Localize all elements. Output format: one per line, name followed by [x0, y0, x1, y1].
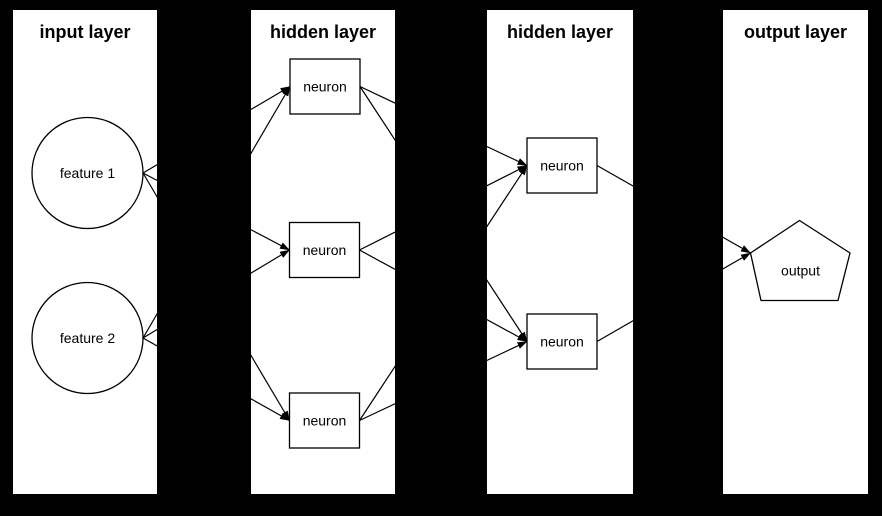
node-label-output: output [781, 263, 820, 279]
node-label-feature2: feature 2 [60, 330, 115, 346]
layer-title-output: output layer [744, 22, 847, 42]
edge-h1n1-h2n1 [359, 85, 528, 167]
node-label-h1n3: neuron [303, 413, 347, 429]
node-label-feature1: feature 1 [60, 165, 115, 181]
node-feature1 [31, 116, 144, 230]
node-h1n1 [289, 58, 361, 115]
edge-feature2-h1n1 [142, 86, 291, 339]
node-h2n1 [526, 137, 598, 194]
edge-feature1-h1n3 [142, 172, 291, 421]
edge-h2n2-out1 [596, 252, 751, 343]
layer-title-input: input layer [39, 22, 130, 42]
edge-h1n3-h2n2 [359, 340, 528, 422]
edge-h1n3-h2n1 [358, 165, 528, 421]
layer-title-hidden-2: hidden layer [507, 22, 613, 42]
edge-h1n2-h2n1 [359, 164, 528, 251]
node-h1n2 [288, 221, 361, 279]
edge-h1n2-h2n2 [359, 249, 528, 343]
node-label-h2n1: neuron [540, 158, 584, 174]
node-h2n2 [526, 313, 598, 370]
node-feature2 [31, 281, 144, 395]
layer-panel-hidden-2 [487, 10, 633, 494]
node-label-h1n1: neuron [303, 79, 347, 95]
node-label-h1n2: neuron [303, 242, 347, 258]
edge-h2n1-out1 [596, 164, 751, 254]
layer-title-hidden-1: hidden layer [270, 22, 376, 42]
node-label-h2n2: neuron [540, 334, 584, 350]
node-output [749, 219, 851, 302]
edge-h1n1-h2n2 [359, 86, 528, 342]
node-h1n3 [288, 392, 361, 449]
layer-panel-input [13, 10, 157, 494]
edge-feature1-h1n1 [142, 85, 291, 174]
edge-feature2-h1n2 [142, 249, 290, 339]
edge-feature2-h1n3 [142, 337, 290, 422]
